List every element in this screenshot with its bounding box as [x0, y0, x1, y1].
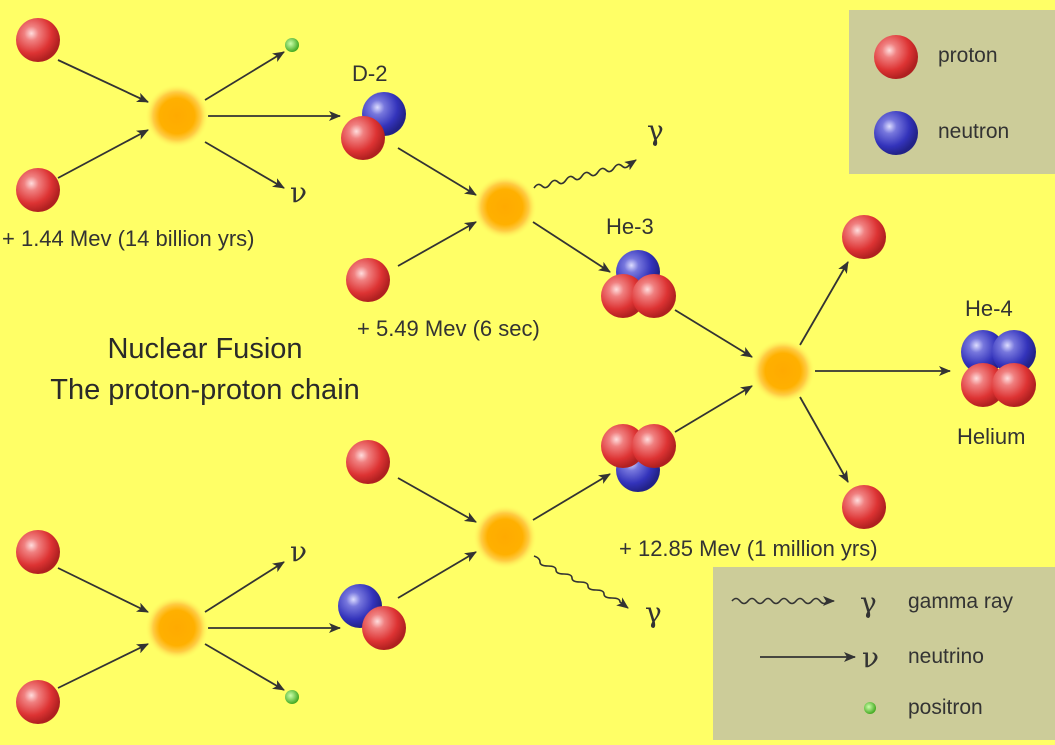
neutrino-symbol-top: ν: [290, 176, 308, 209]
proton-icon: [346, 258, 390, 302]
proton-icon: [601, 274, 645, 318]
legend-positron-label: positron: [908, 696, 983, 719]
fusion-core-3: [751, 339, 815, 403]
legend-neutrino-symbol: ν: [862, 641, 880, 674]
proton-icon: [341, 116, 385, 160]
deuterium-bottom: [338, 584, 406, 650]
legend-gamma-label: gamma ray: [908, 590, 1014, 613]
gamma-ray-top-wave: [533, 159, 637, 189]
fusion-core-1: [145, 84, 209, 148]
proton-icon: [16, 680, 60, 724]
fusion-core-4: [473, 505, 537, 569]
proton-icon: [632, 424, 676, 468]
arrow-p3-to-fusion2: [397, 221, 477, 267]
helium3-top: [601, 250, 676, 318]
legend-particles-box: [849, 10, 1055, 174]
legend-gamma-wave: [731, 596, 835, 606]
diagram-title: Nuclear Fusion: [107, 333, 303, 365]
helium-label: Helium: [957, 424, 1026, 449]
legend-neutron-icon: [874, 111, 918, 155]
proton-icon: [842, 215, 886, 259]
fusion-core-5: [145, 596, 209, 660]
gamma-symbol-bottom: γ: [645, 596, 662, 629]
arrow-d2-to-fusion2: [397, 147, 477, 196]
helium3-bottom: [601, 424, 676, 492]
energy-step2: + 5.49 Mev (6 sec): [357, 316, 540, 341]
energy-step3: + 12.85 Mev (1 million yrs): [619, 536, 878, 561]
arrow-p4-to-fusion4: [397, 477, 477, 523]
arrow-p2-to-fusion1: [57, 129, 149, 179]
arrow-he3top-to-fusion3: [674, 309, 753, 358]
proton-icon: [346, 440, 390, 484]
legend-positron-icon: [864, 702, 876, 714]
proton-icon: [601, 424, 645, 468]
neutrino-symbol-bottom: ν: [290, 535, 308, 568]
legend-proton-icon: [874, 35, 918, 79]
d2-label: D-2: [352, 61, 388, 86]
he3-label: He-3: [606, 214, 654, 239]
proton-icon: [16, 530, 60, 574]
proton-icon: [16, 168, 60, 212]
proton-icon: [362, 606, 406, 650]
arrow-fusion2-he3: [532, 221, 611, 273]
energy-step1: + 1.44 Mev (14 billion yrs): [2, 226, 255, 251]
diagram-subtitle: The proton-proton chain: [50, 374, 360, 406]
arrow-p1-to-fusion1: [57, 59, 149, 103]
neutron-icon: [992, 330, 1036, 374]
arrow-p6-to-fusion5: [57, 643, 149, 689]
proton-icon: [961, 363, 1005, 407]
proton-icon: [992, 363, 1036, 407]
legend-neutron-label: neutron: [938, 120, 1010, 143]
proton-icon: [842, 485, 886, 529]
arrow-fusion1-neutrino: [204, 141, 285, 189]
positron-icon: [285, 38, 299, 52]
gamma-symbol-top: γ: [647, 114, 664, 147]
positron-icon: [285, 690, 299, 704]
arrow-p5-to-fusion5: [57, 567, 149, 613]
legend-neutrino-label: neutrino: [908, 645, 984, 668]
arrow-fusion3-proton-bot: [799, 396, 849, 483]
proton-icon: [16, 18, 60, 62]
fusion-core-2: [473, 175, 537, 239]
arrow-fusion1-positron: [204, 51, 285, 101]
gamma-ray-bottom-wave: [533, 555, 629, 609]
legend-gamma-symbol: γ: [860, 586, 877, 619]
arrow-fusion3-proton-top: [799, 261, 849, 346]
helium4: [961, 330, 1036, 407]
arrow-he3bot-to-fusion3: [674, 385, 753, 433]
arrow-fusion5-neutrino: [204, 561, 285, 613]
arrow-fusion4-he3: [532, 473, 611, 521]
legend-emissions-box: [713, 567, 1055, 740]
arrow-d2b-to-fusion4: [397, 551, 477, 599]
deuterium-top: [341, 92, 406, 160]
legend-proton-label: proton: [938, 44, 998, 67]
proton-icon: [632, 274, 676, 318]
neutron-icon: [961, 330, 1005, 374]
arrow-fusion5-positron: [204, 643, 285, 691]
he4-label: He-4: [965, 296, 1013, 321]
